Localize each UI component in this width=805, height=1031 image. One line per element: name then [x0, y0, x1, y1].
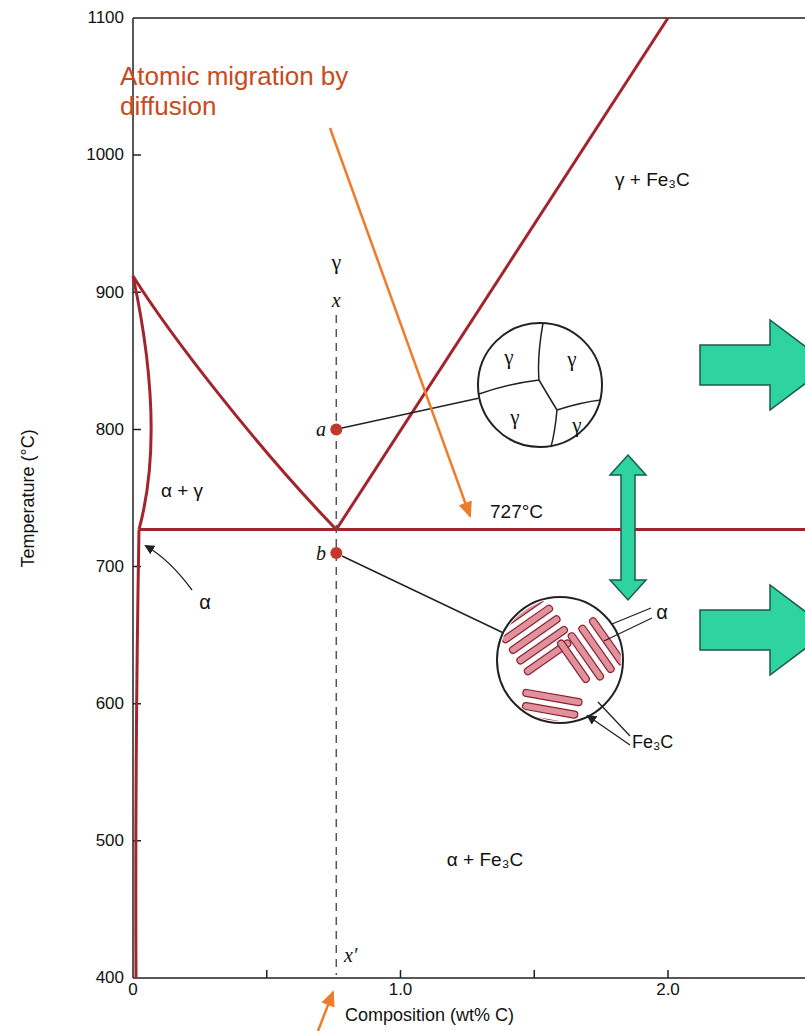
grain-label: γ: [510, 406, 519, 429]
transition-arrow: [700, 320, 805, 410]
leader-line: [342, 398, 503, 633]
tick-label: 700: [96, 557, 124, 577]
pointer-arrow: [146, 546, 192, 590]
callout-arrow: [330, 128, 470, 516]
phase-label: α + γ: [161, 480, 203, 502]
grain-boundary: [479, 323, 601, 447]
tick-label: 1000: [86, 145, 124, 165]
transformation-arrow: [610, 455, 646, 600]
transition-arrow: [700, 585, 805, 675]
phase-label: γ: [331, 249, 341, 274]
plot-frame: [133, 18, 805, 978]
tick-label: 0: [128, 980, 137, 1000]
composition-line: [336, 315, 338, 975]
axis-ticks: [133, 155, 668, 978]
tick-label: 1.0: [389, 980, 413, 1000]
phase-label: α + Fe₃C: [447, 849, 523, 871]
grain-label: γ: [572, 414, 581, 437]
grain-label: γ: [567, 348, 576, 371]
tick-label: 800: [96, 420, 124, 440]
temperature-label: 727°C: [490, 501, 543, 523]
tick-label: 2.0: [656, 980, 680, 1000]
phase-label: γ + Fe₃C: [615, 169, 690, 191]
state-point: [330, 423, 342, 435]
point-label: x′: [344, 944, 357, 967]
state-point: [330, 547, 342, 559]
axis-title: Composition (wt% C): [345, 1005, 514, 1026]
point-label: x: [332, 289, 341, 312]
axis-title: Temperature (°C): [18, 429, 39, 567]
tick-label: 600: [96, 694, 124, 714]
microstructure-circle: [497, 597, 623, 723]
phase-label: α: [199, 591, 211, 614]
grain-circle: γ γ γ γ: [477, 322, 603, 448]
point-label: a: [316, 418, 326, 441]
tick-label: 400: [96, 968, 124, 988]
circle-outline: [477, 322, 603, 448]
tick-label: 500: [96, 831, 124, 851]
pointer-arrow: [588, 608, 652, 745]
tick-label: 1100: [87, 8, 124, 28]
phase-boundaries: [133, 18, 805, 978]
phase-label: α: [656, 601, 668, 624]
point-label: b: [316, 542, 326, 565]
callout-arrow: [318, 992, 333, 1031]
phase-label: Fe₃C: [632, 732, 673, 753]
callout-text: Atomic migration by diffusion: [120, 62, 360, 122]
grain-label: γ: [504, 346, 513, 369]
tick-label: 900: [96, 283, 124, 303]
